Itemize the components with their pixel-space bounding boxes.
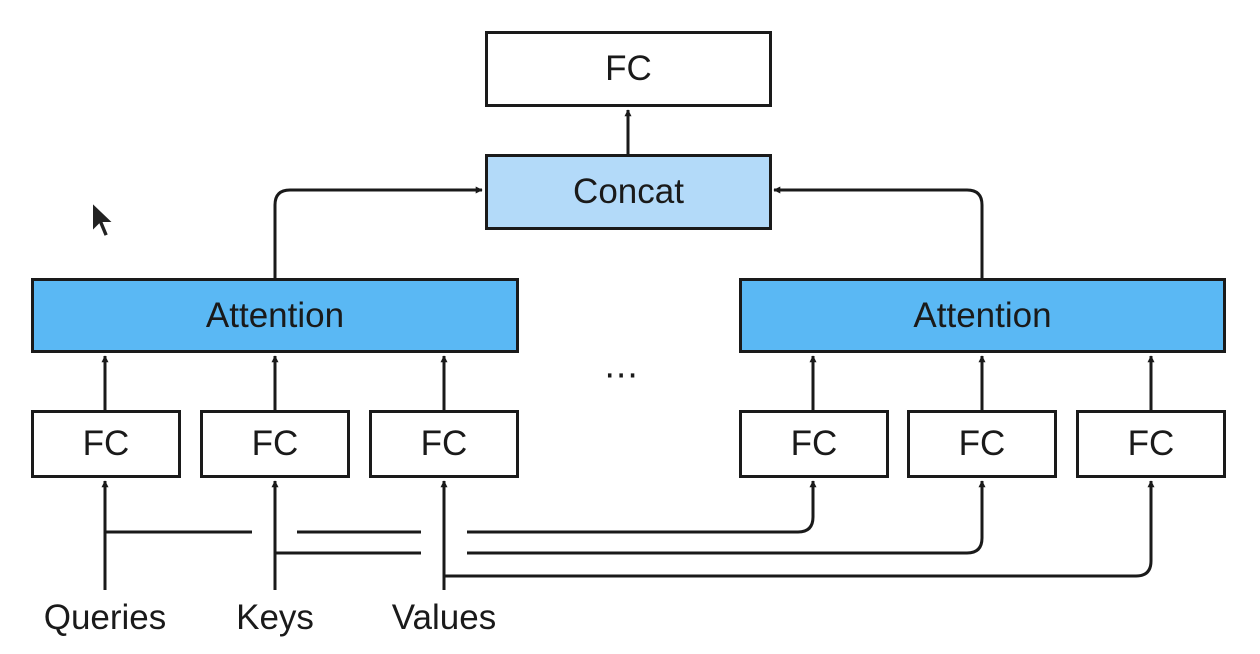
mouse-pointer-icon — [91, 200, 117, 239]
fc-top-label: FC — [605, 49, 652, 88]
attention-right-label: Attention — [913, 295, 1052, 335]
fc-right-2-box: FC — [907, 410, 1057, 478]
ellipsis: ⋯ — [604, 355, 644, 395]
input-label-queries: Queries — [43, 598, 167, 637]
fc-left-1-label: FC — [82, 424, 130, 463]
arrow-attention-right-to-concat — [773, 186, 984, 278]
fc-left-2-label: FC — [251, 424, 299, 463]
keys-branch-b — [467, 480, 986, 555]
fc-top-box: FC — [485, 31, 772, 107]
fc-left-3-box: FC — [369, 410, 519, 478]
input-label-values: Values — [391, 598, 497, 637]
fc-left-2-box: FC — [200, 410, 350, 478]
fc-left-3-label: FC — [420, 424, 468, 463]
fc-right-3-label: FC — [1127, 424, 1175, 463]
fc-right-1-box: FC — [739, 410, 889, 478]
values-branch — [444, 480, 1155, 578]
fc-right-1-label: FC — [790, 424, 838, 463]
attention-left-label: Attention — [205, 295, 345, 335]
queries-branch-c — [467, 480, 817, 534]
fc-right-2-label: FC — [958, 424, 1006, 463]
attention-right-box: Attention — [739, 278, 1226, 353]
concat-label: Concat — [573, 172, 684, 211]
fc-left-1-box: FC — [31, 410, 181, 478]
fc-right-3-box: FC — [1076, 410, 1226, 478]
input-label-keys: Keys — [236, 598, 314, 637]
concat-box: Concat — [485, 154, 772, 230]
attention-left-box: Attention — [31, 278, 519, 353]
arrow-attention-left-to-concat — [273, 186, 483, 278]
